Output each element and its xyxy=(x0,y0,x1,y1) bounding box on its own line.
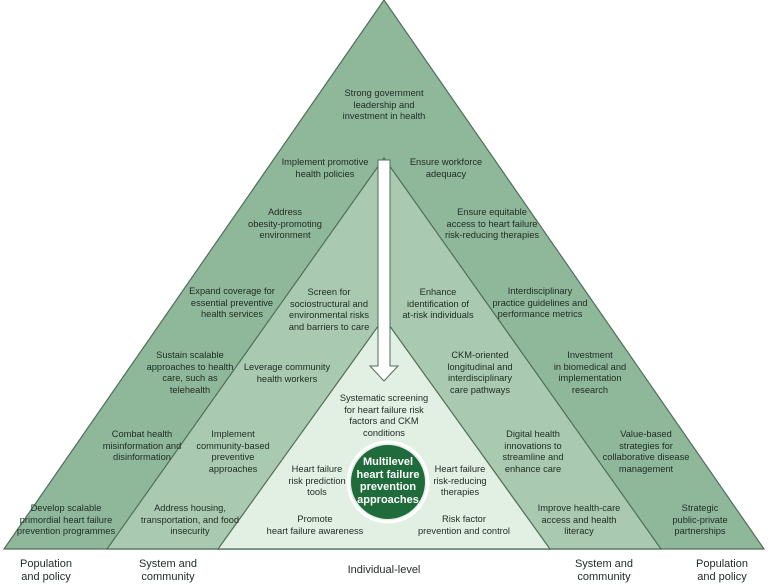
middle-label-health-care-access: Improve health-care access and health li… xyxy=(537,503,621,536)
outer-label-telehealth: Sustain scalable approaches to health ca… xyxy=(146,350,234,395)
outer-label-obesity-environment: Address obesity-promoting environment xyxy=(248,207,322,240)
middle-label-community-health-workers: Leverage community health workers xyxy=(243,362,331,384)
center-circle-ring xyxy=(346,440,430,524)
bottom-label-system-right: System and community xyxy=(574,558,634,583)
middle-label-housing-transport-food: Address housing, transportation, and foo… xyxy=(140,503,240,536)
bottom-label-population-right: Population and policy xyxy=(696,558,748,583)
middle-label-community-based-approaches: Implement community-based preventive app… xyxy=(196,429,270,474)
outer-label-equitable-access: Ensure equitable access to heart failure… xyxy=(444,207,540,240)
outer-label-value-based: Value-based strategies for collaborative… xyxy=(602,429,690,474)
middle-label-screen-sociostructural: Screen for sociostructural and environme… xyxy=(288,287,370,332)
middle-label-ckm-pathways: CKM-oriented longitudinal and interdisci… xyxy=(447,350,513,395)
outer-label-primordial-programmes: Develop scalable primordial heart failur… xyxy=(16,503,116,536)
center-circle xyxy=(351,445,425,519)
downward-arrow-icon xyxy=(368,159,400,382)
inner-layer-triangle xyxy=(216,316,552,550)
outer-label-workforce-adequacy: Ensure workforce adequacy xyxy=(409,157,483,179)
inner-label-risk-prediction-tools: Heart failure risk prediction tools xyxy=(288,464,346,497)
outer-label-expand-coverage: Expand coverage for essential preventive… xyxy=(189,286,275,319)
inner-label-risk-factor-control: Risk factor prevention and control xyxy=(418,514,510,536)
outer-label-misinformation: Combat health misinformation and disinfo… xyxy=(102,429,182,462)
outer-label-public-private: Strategic public-private partnerships xyxy=(672,503,728,536)
inner-label-systematic-screening: Systematic screening for heart failure r… xyxy=(339,393,429,438)
middle-label-digital-health: Digital health innovations to streamline… xyxy=(502,429,564,474)
bottom-label-system-left: System and community xyxy=(138,558,198,583)
outer-label-promotive-policies: Implement promotive health policies xyxy=(281,157,369,179)
bottom-label-individual: Individual-level xyxy=(347,564,421,576)
middle-label-identify-at-risk: Enhance identification of at-risk indivi… xyxy=(402,287,474,320)
center-title: Multilevel heart failure prevention appr… xyxy=(356,456,420,506)
outer-label-research-investment: Investment in biomedical and implementat… xyxy=(553,350,627,395)
outer-label-practice-guidelines: Interdisciplinary practice guidelines an… xyxy=(492,286,588,319)
bottom-label-population-left: Population and policy xyxy=(20,558,72,583)
inner-label-awareness: Promote heart failure awareness xyxy=(266,514,364,536)
outer-label-government-leadership: Strong government leadership and investm… xyxy=(342,88,426,121)
inner-label-risk-reducing-therapies: Heart failure risk-reducing therapies xyxy=(433,464,487,497)
